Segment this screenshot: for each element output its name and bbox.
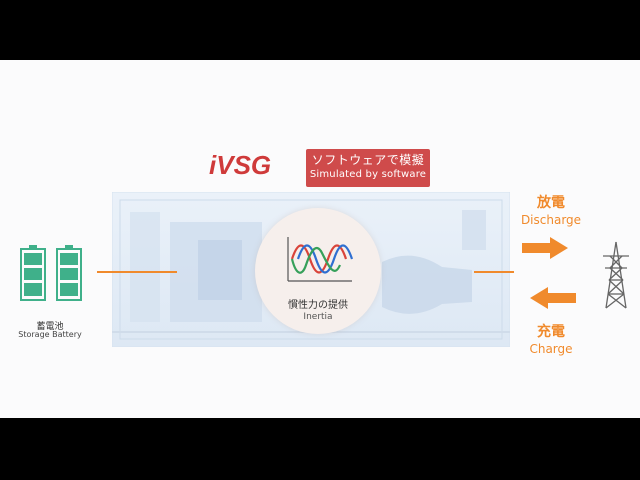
grid-connection-line <box>474 271 514 273</box>
letterbox-bottom <box>0 418 640 480</box>
battery-label-jp: 蓄電池 <box>36 322 64 332</box>
battery-icon <box>56 245 82 301</box>
letterbox-top <box>0 0 640 60</box>
inertia-label-en: Inertia <box>303 312 333 322</box>
transmission-tower-icon <box>603 241 629 309</box>
inertia-circle <box>255 208 381 334</box>
software-tag-en: Simulated by software <box>309 169 427 180</box>
sine-wave-chart-icon <box>287 237 354 282</box>
battery-connection-line <box>97 271 177 273</box>
software-simulation-tag: ソフトウェアで模擬 Simulated by software <box>306 149 430 187</box>
svg-text:iVSG: iVSG <box>209 150 271 180</box>
battery-icon <box>20 245 46 301</box>
charge-arrow-icon <box>530 287 576 309</box>
battery-label-en: Storage Battery <box>18 330 82 339</box>
software-tag-jp: ソフトウェアで模擬 <box>311 153 425 167</box>
charge-label-jp: 充電 <box>537 324 565 340</box>
discharge-arrow-icon <box>522 237 568 259</box>
charge-label-en: Charge <box>529 342 573 356</box>
ivsg-logo: iVSG <box>209 150 271 180</box>
discharge-label-en: Discharge <box>520 213 582 227</box>
discharge-label-jp: 放電 <box>537 195 565 211</box>
inertia-label-jp: 慣性力の提供 <box>288 300 348 311</box>
